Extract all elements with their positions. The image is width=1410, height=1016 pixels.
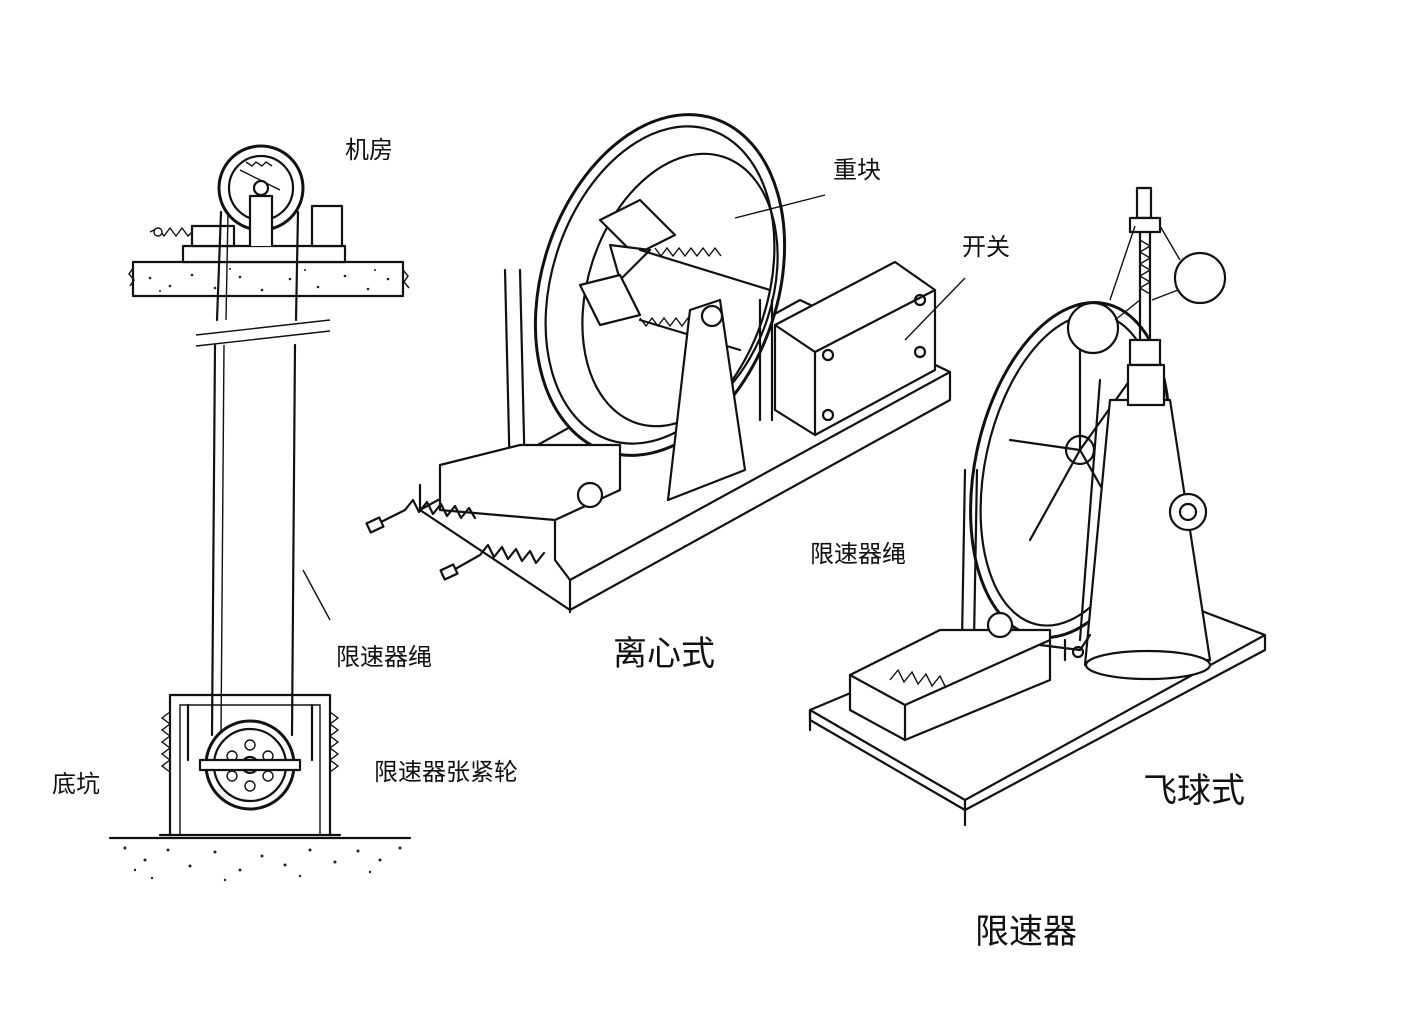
tension-wheel-assembly	[158, 693, 342, 837]
label-weight-block: 重块	[833, 156, 881, 184]
label-governor-rope-right: 限速器绳	[810, 540, 906, 568]
label-flyball: 飞球式	[1143, 771, 1245, 811]
flyball-governor	[808, 186, 1267, 827]
centrifugal-governor	[365, 113, 966, 614]
label-pit: 底坑	[52, 770, 100, 798]
governor-rope-left-line	[210, 210, 223, 737]
label-machine-room: 机房	[345, 136, 393, 164]
label-switch: 开关	[962, 233, 1010, 261]
shaft-schematic	[108, 144, 412, 882]
governor-top-unit	[149, 144, 347, 264]
pit-floor	[108, 836, 412, 882]
diagram-title: 限速器	[975, 912, 1077, 952]
machine-room-slab	[128, 260, 410, 298]
label-tension-wheel: 限速器张紧轮	[374, 758, 518, 786]
label-centrifugal: 离心式	[613, 634, 715, 674]
label-governor-rope-left: 限速器绳	[336, 643, 432, 671]
